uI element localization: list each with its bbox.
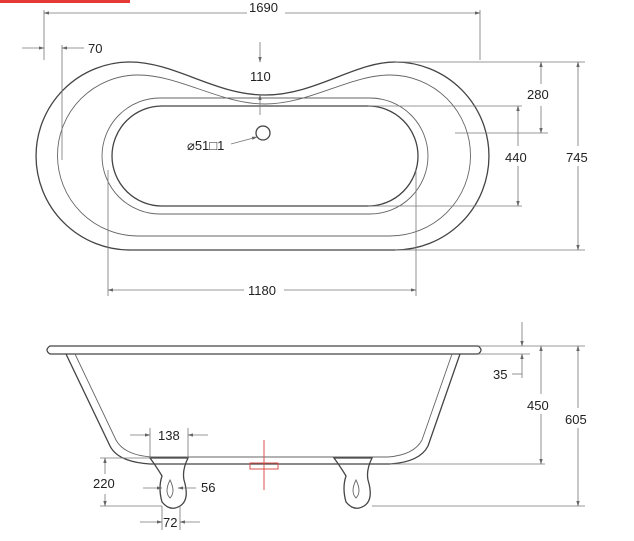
elevation-view: 35 450 605 138 220 56 72 (46, 322, 587, 530)
dim-rim-dip: 110 (250, 69, 271, 84)
dim-inner-width: 440 (505, 150, 527, 165)
right-foot (332, 457, 374, 509)
waste-label: ⌀51□1 (187, 138, 224, 153)
plan-inner-lip (101, 97, 429, 215)
dim-outer-width: 745 (566, 150, 588, 165)
dim-overall-height: 605 (565, 412, 587, 427)
dim-inner-length: 1180 (248, 283, 276, 298)
waste-outlet (249, 462, 279, 470)
dim-foot-width: 56 (201, 480, 215, 495)
dim-body-height: 450 (527, 398, 549, 413)
dim-foot-spacing: 138 (158, 428, 180, 443)
elevation-body-inner (74, 353, 453, 458)
elevation-rim (46, 345, 482, 355)
plan-rim-line (57, 74, 471, 237)
dim-foot-height: 220 (93, 476, 115, 491)
dim-rim-thickness: 35 (493, 367, 507, 382)
plan-view: ⌀51□1 1690 70 110 280 440 745 (22, 0, 588, 298)
corner-mark (0, 0, 130, 3)
plan-outer-rim (35, 61, 490, 251)
left-foot (148, 457, 190, 509)
dim-foot-base: 72 (163, 515, 177, 530)
plan-inner-basin (111, 105, 419, 207)
dim-rim-offset: 70 (88, 41, 102, 56)
elevation-body (65, 353, 461, 465)
waste-hole (255, 125, 271, 141)
dim-overall-length: 1690 (249, 0, 278, 15)
dim-rim-width: 280 (527, 87, 549, 102)
